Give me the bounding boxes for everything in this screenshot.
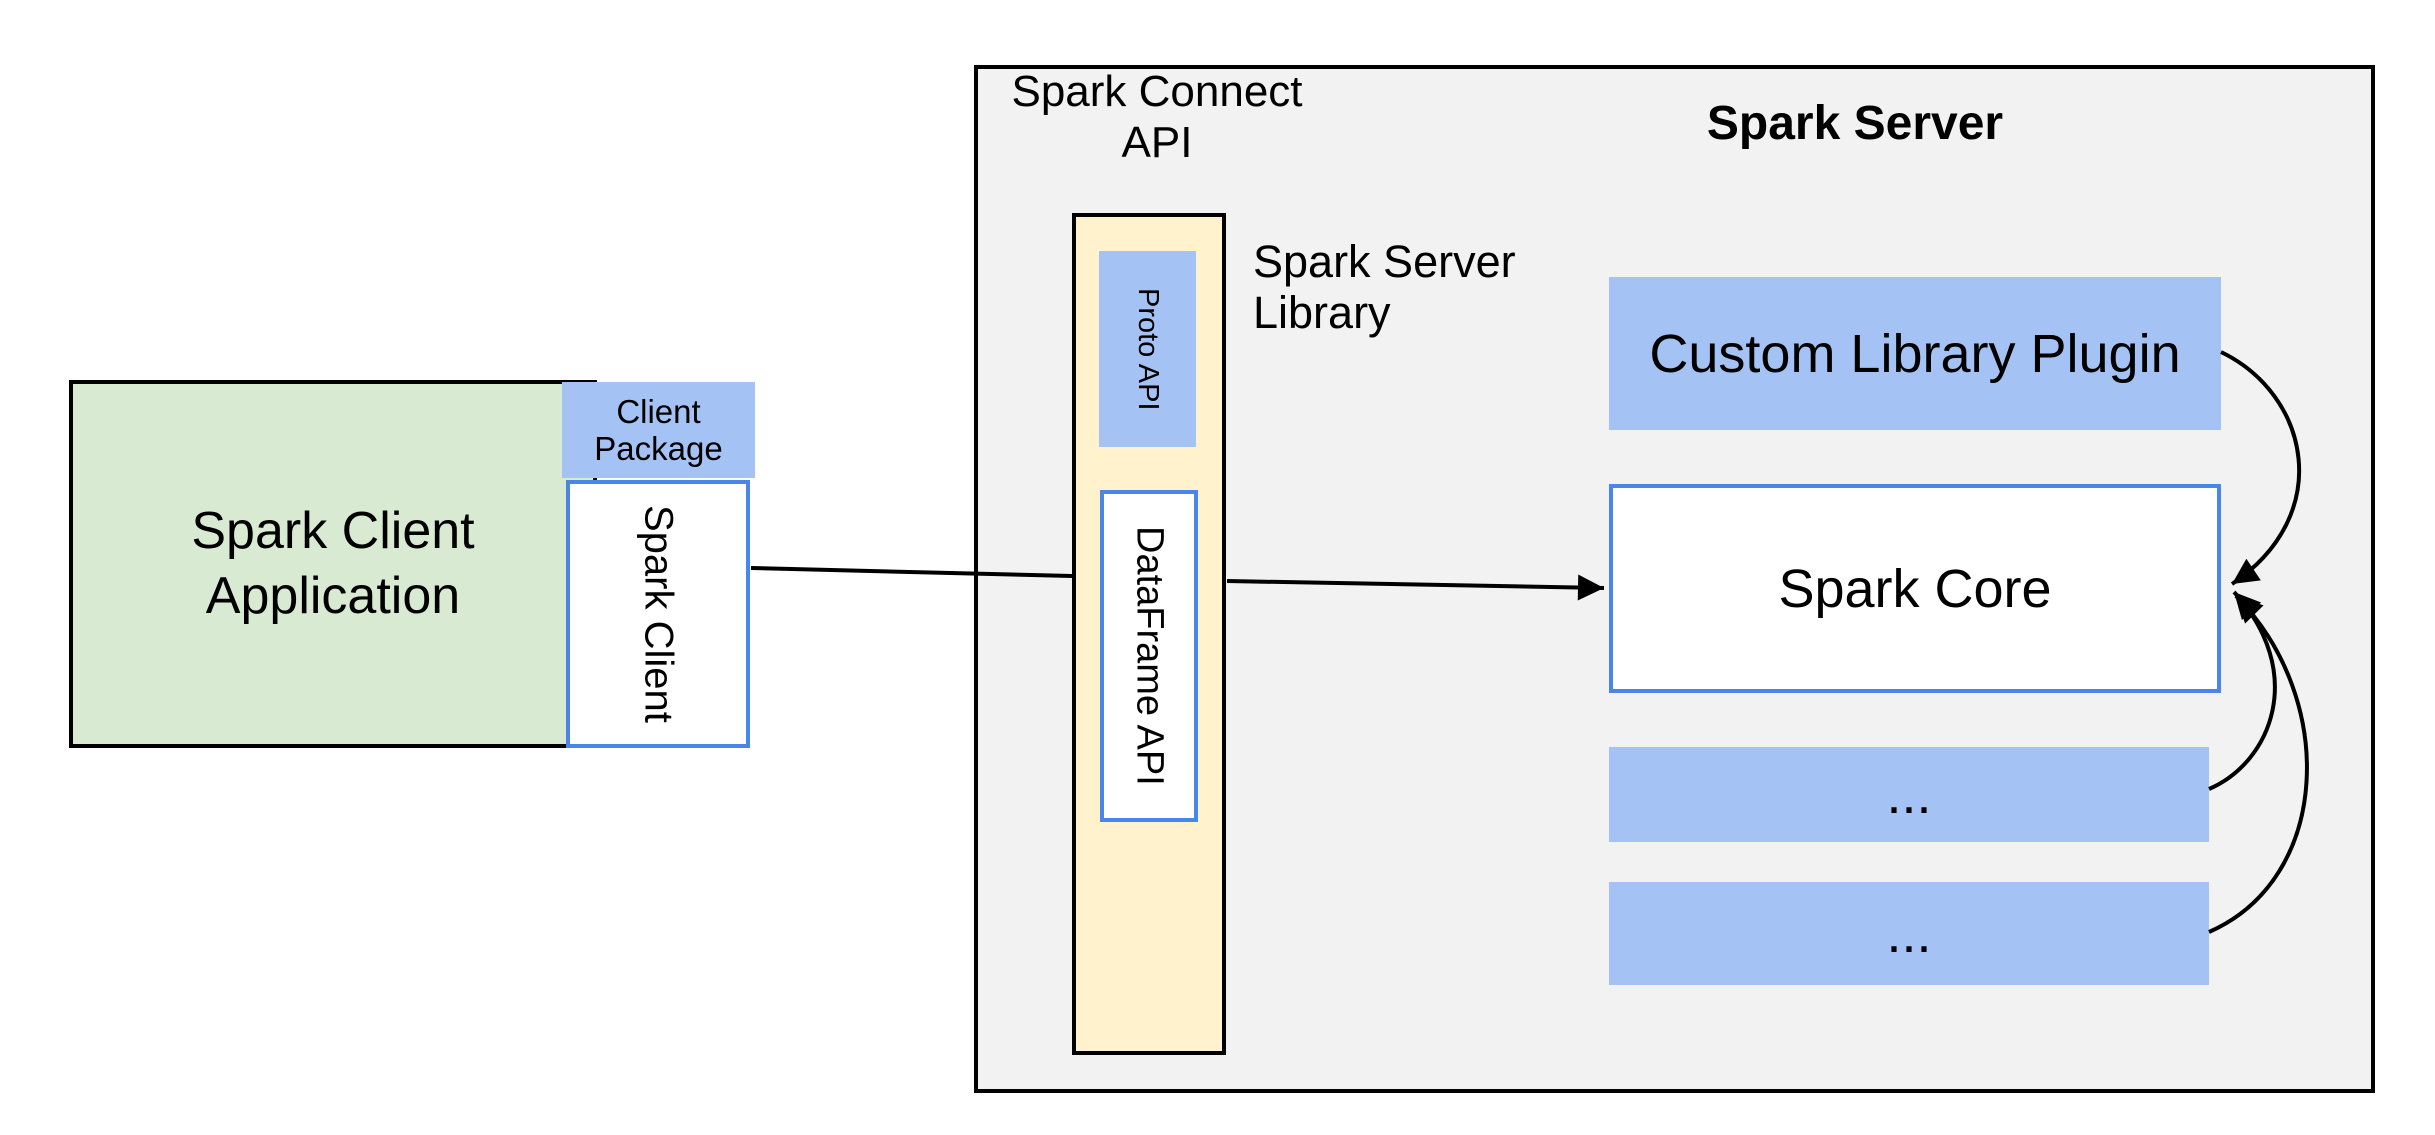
spark-client-box: Spark Client: [566, 480, 750, 748]
spark-connect-api-label-line1: Spark Connect: [1011, 67, 1303, 116]
spark-connect-api-label-line2: API: [1121, 118, 1193, 167]
spark-client-application-label-line1: Spark Client: [191, 502, 475, 560]
server-extra-box-bottom: ...: [1609, 882, 2209, 985]
spark-connect-api-label: Spark Connect API: [957, 66, 1357, 168]
spark-client-application-label-line2: Application: [205, 567, 461, 625]
server-extra-box-bottom-label: ...: [1886, 903, 1932, 964]
spark-core-box: Spark Core: [1609, 484, 2221, 693]
custom-library-plugin-label: Custom Library Plugin: [1649, 323, 2181, 384]
proto-api-box: Proto API: [1099, 251, 1196, 447]
spark-client-application-box: Spark Client Application: [69, 380, 597, 748]
dataframe-api-label: DataFrame API: [1128, 526, 1171, 786]
spark-server-library-label-line1: Spark Server: [1253, 236, 1516, 287]
spark-client-label: Spark Client: [636, 505, 681, 723]
server-extra-box-top-label: ...: [1886, 764, 1932, 825]
client-package-label-line2: Package: [594, 430, 723, 467]
proto-api-label: Proto API: [1132, 287, 1164, 411]
client-package-label-line1: Client: [616, 393, 701, 430]
dataframe-api-box: DataFrame API: [1100, 490, 1198, 822]
client-package-box: Client Package: [562, 382, 755, 478]
spark-core-label: Spark Core: [1778, 558, 2052, 619]
spark-server-title: Spark Server: [1706, 97, 2004, 150]
spark-server-library-label-line2: Library: [1253, 287, 1391, 338]
spark-server-library-label: Spark Server Library: [1253, 236, 1516, 338]
custom-library-plugin-box: Custom Library Plugin: [1609, 277, 2221, 430]
server-extra-box-top: ...: [1609, 747, 2209, 842]
